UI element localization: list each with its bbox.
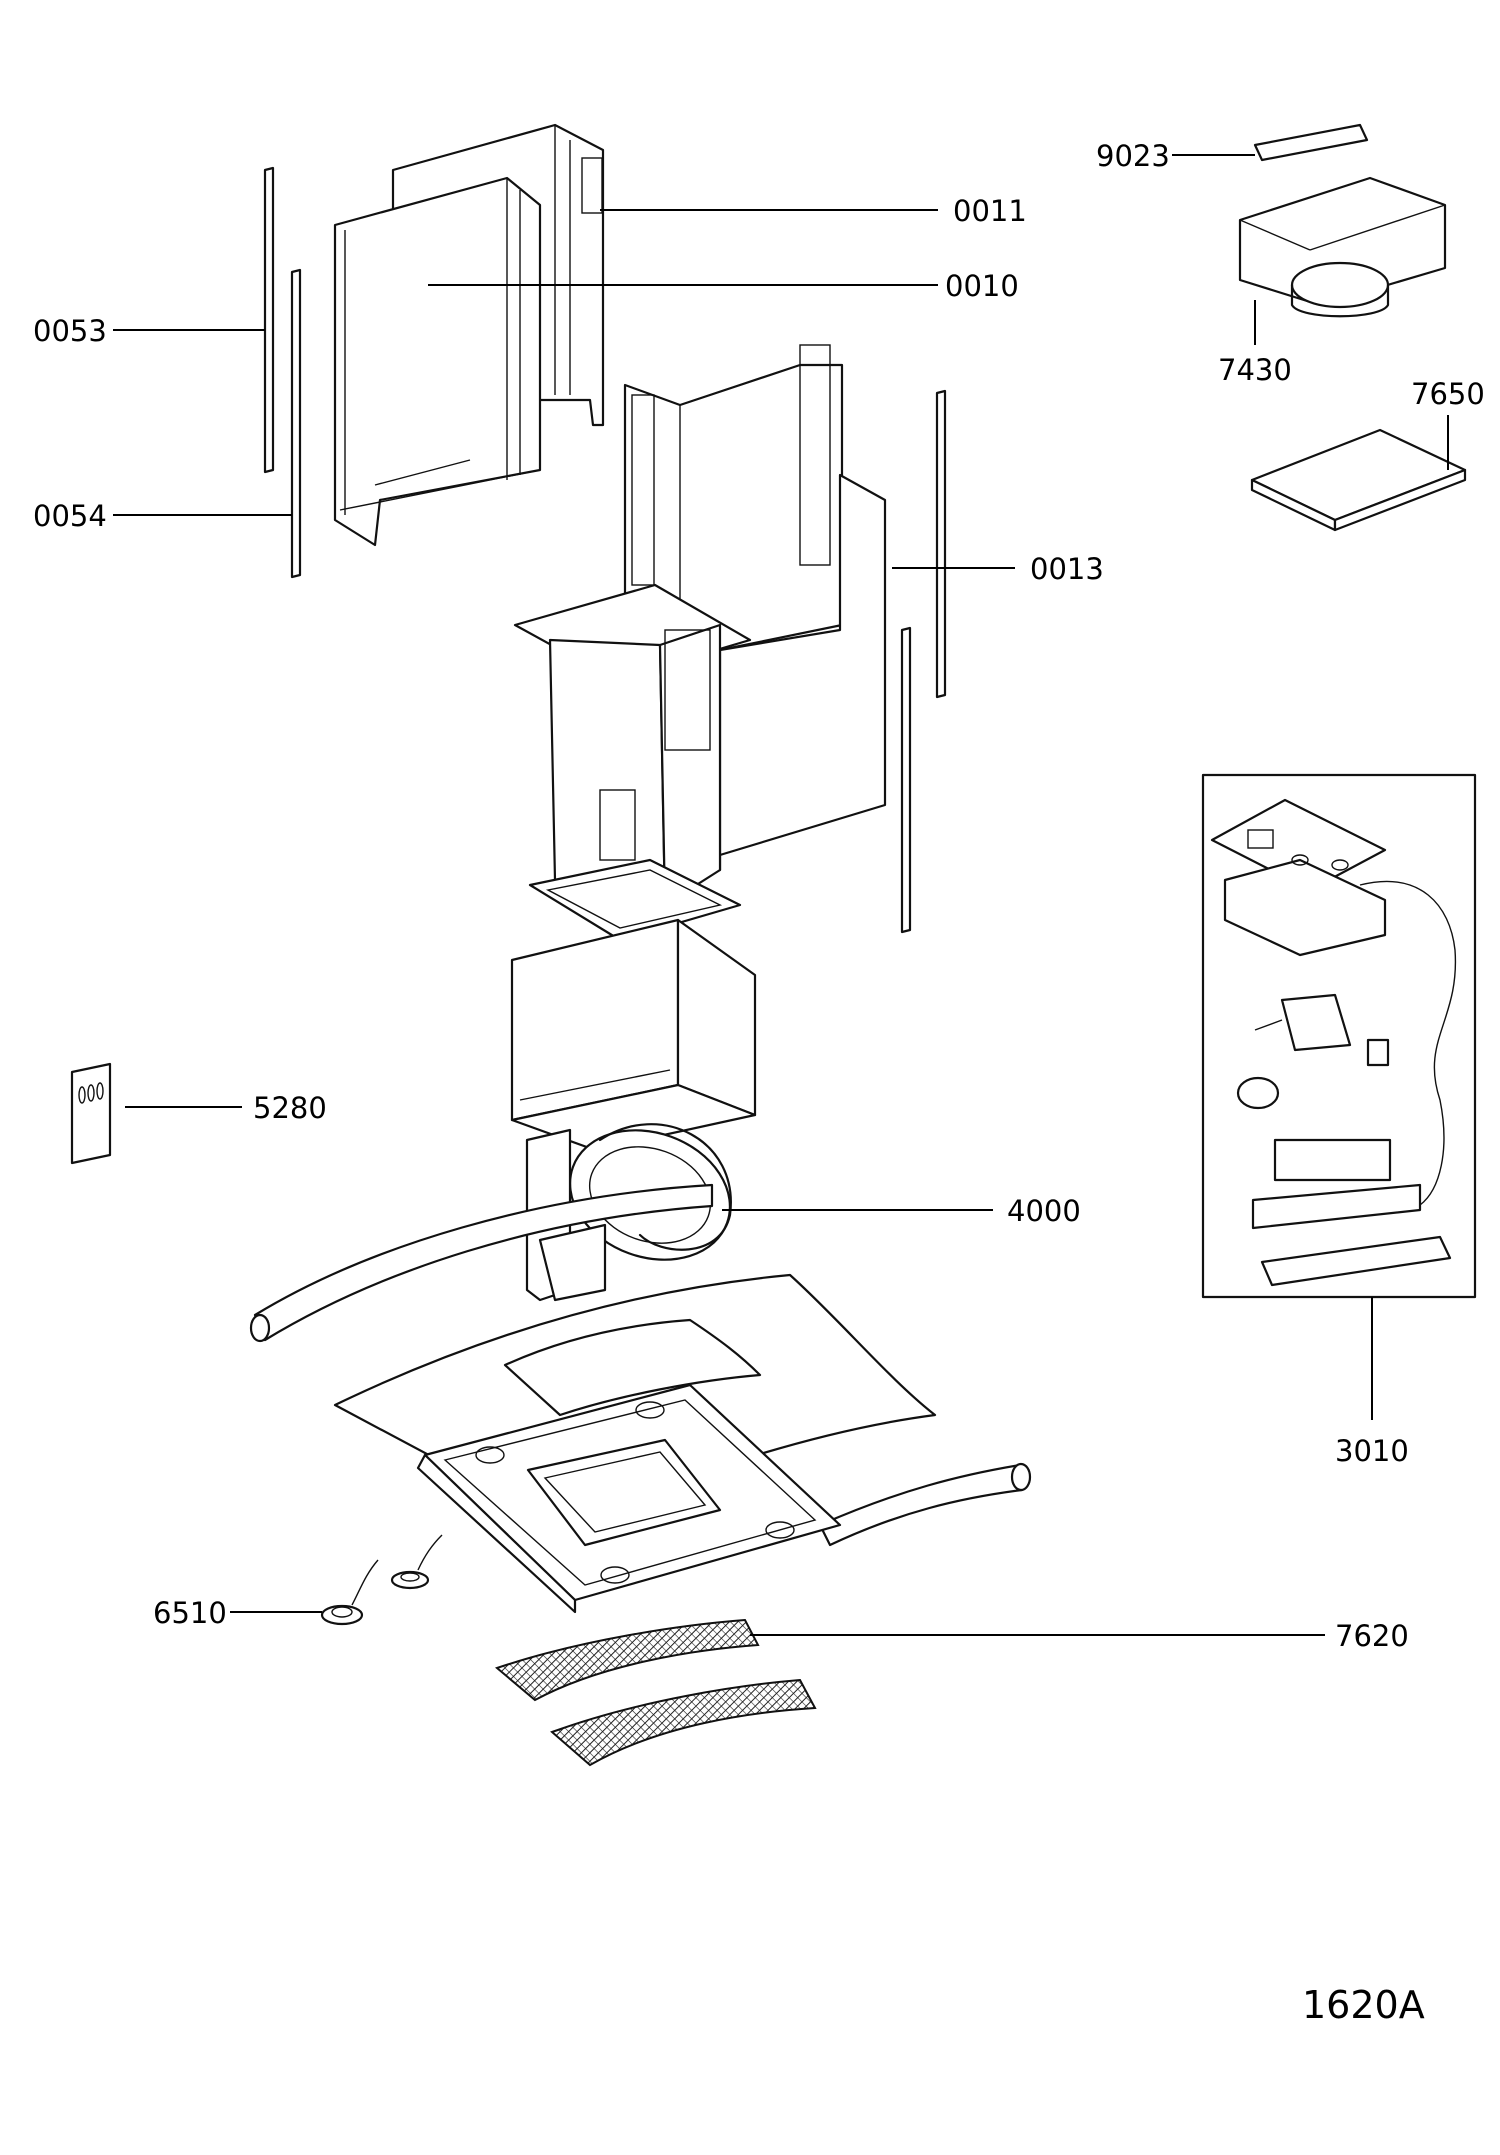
hood-canopy — [333, 1273, 937, 1614]
label-0013: 0013 — [1030, 552, 1104, 586]
label-0054: 0054 — [33, 499, 107, 533]
label-0053: 0053 — [33, 314, 107, 348]
electronics-kit — [1201, 773, 1477, 1299]
grease-filters — [494, 1618, 817, 1767]
upper-chimney-part — [333, 123, 605, 547]
curved-front-tubes — [249, 1183, 1032, 1547]
leader-lines — [113, 154, 1449, 1636]
motor-housing — [510, 918, 757, 1152]
side-trim-strips — [263, 166, 947, 934]
part-labels: 9023 0011 0010 0053 7430 7650 0054 0013 … — [33, 139, 1485, 2027]
halogen-lamps — [320, 1534, 443, 1626]
label-3010: 3010 — [1335, 1434, 1409, 1468]
label-7650: 7650 — [1411, 377, 1485, 411]
control-switch — [70, 1062, 112, 1165]
carbon-filter — [1250, 428, 1467, 532]
label-4000: 4000 — [1007, 1194, 1081, 1228]
transformer-bracket — [1253, 123, 1369, 162]
label-9023: 9023 — [1096, 139, 1170, 173]
label-0010: 0010 — [945, 269, 1019, 303]
diagram-code: 1620A — [1302, 1983, 1425, 2027]
label-0011: 0011 — [953, 194, 1027, 228]
carbon-filter-housing — [1238, 176, 1447, 318]
label-5280: 5280 — [253, 1091, 327, 1125]
inner-frame-box — [513, 583, 752, 942]
label-6510: 6510 — [153, 1596, 227, 1630]
label-7430: 7430 — [1218, 353, 1292, 387]
label-7620: 7620 — [1335, 1619, 1409, 1653]
